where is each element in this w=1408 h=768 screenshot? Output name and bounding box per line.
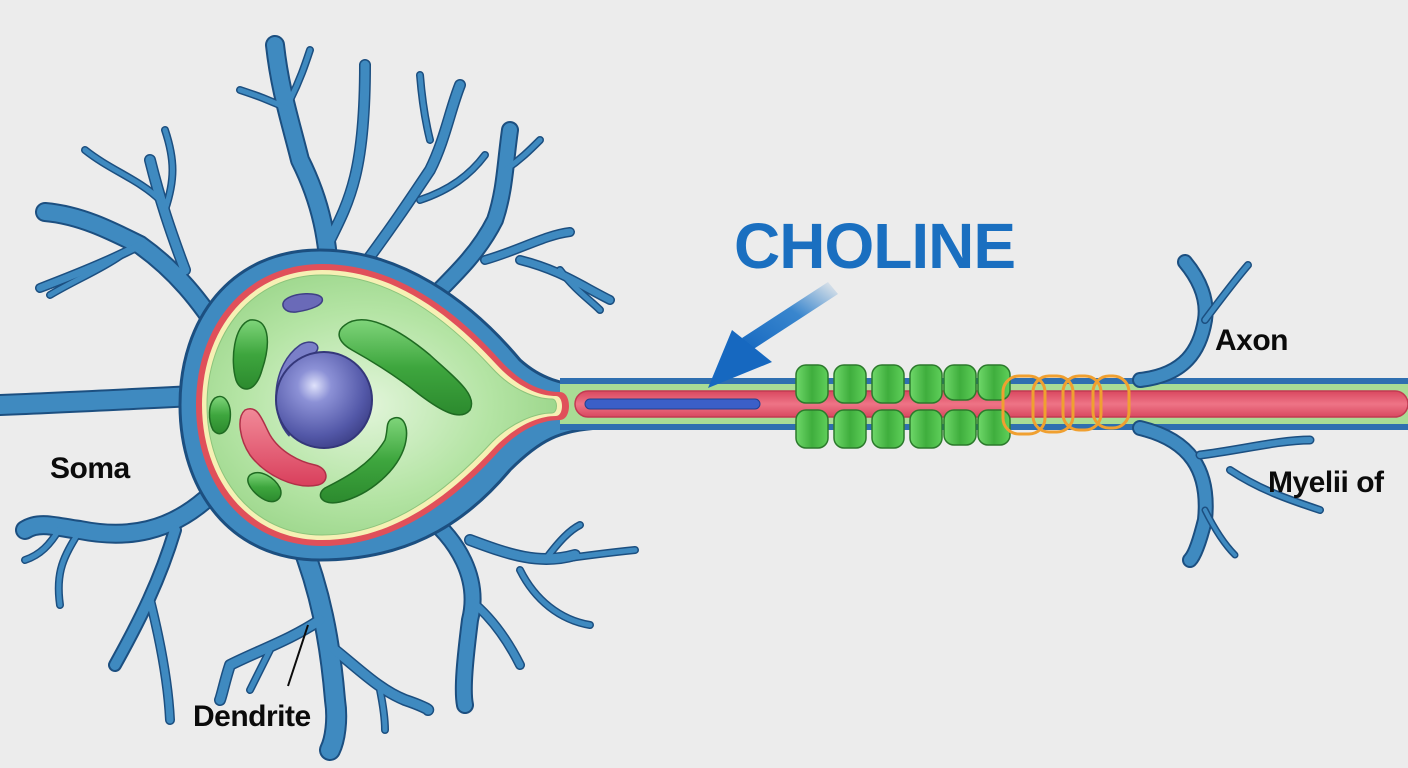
- axon-inner-vesicle: [584, 398, 761, 410]
- arrow-head: [708, 330, 772, 388]
- mitochondrion: [319, 416, 408, 504]
- purple-organelle: [282, 293, 324, 313]
- myelin-segment: [795, 364, 829, 404]
- mitochondrion: [232, 319, 269, 390]
- orange-ring: [1091, 374, 1131, 430]
- nucleus-body: [275, 351, 373, 449]
- myelin-segment: [909, 364, 943, 404]
- orange-ring: [1061, 374, 1103, 432]
- myelin-segment: [833, 409, 867, 449]
- myelin-segment: [795, 409, 829, 449]
- mitochondrion: [247, 471, 282, 503]
- label-myelin: Myelii of: [1268, 466, 1385, 499]
- myelin-segments-bottom: [795, 409, 1011, 449]
- label-soma: Soma: [50, 452, 131, 485]
- myelin-segment: [833, 364, 867, 404]
- organelles: [208, 293, 473, 504]
- myelin-segment: [871, 409, 905, 449]
- nucleus: [275, 341, 373, 449]
- orange-rings: [1001, 374, 1131, 436]
- mitochondrion: [208, 395, 232, 435]
- diagram-title: CHOLINE: [734, 210, 1015, 282]
- orange-ring: [1001, 374, 1047, 436]
- choline-arrow: [708, 282, 838, 388]
- mitochondrion: [338, 319, 473, 416]
- label-dendrite: Dendrite: [193, 700, 311, 733]
- label-axon: Axon: [1215, 324, 1288, 357]
- dendrite-pointer-line: [287, 624, 309, 687]
- red-organelle: [239, 407, 327, 487]
- myelin-segment: [943, 409, 977, 446]
- myelin-segment: [943, 364, 977, 401]
- myelin-segments-top: [795, 364, 1011, 404]
- orange-ring: [1031, 374, 1075, 434]
- myelin-segment: [909, 409, 943, 449]
- arrow-shaft: [742, 282, 838, 350]
- myelin-segment: [871, 364, 905, 404]
